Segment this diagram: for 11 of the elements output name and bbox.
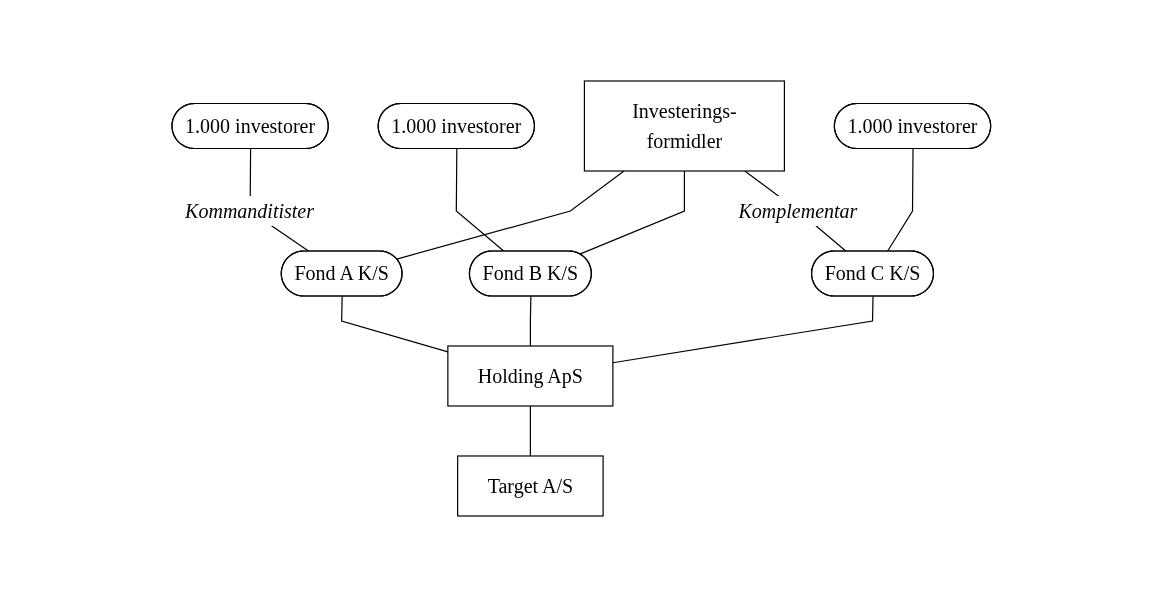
connector [529,404,531,457]
connector [612,295,874,363]
connector [455,147,505,252]
edge-label: Komplementar [738,199,858,222]
edge-label: Kommanditister [184,199,314,222]
connector [578,169,685,255]
node-box: Target A/S [456,454,604,517]
connector [529,295,532,347]
node-box: Holding ApS [446,344,614,407]
connector [886,147,914,252]
node-box: Investerings-formidler [583,79,785,172]
